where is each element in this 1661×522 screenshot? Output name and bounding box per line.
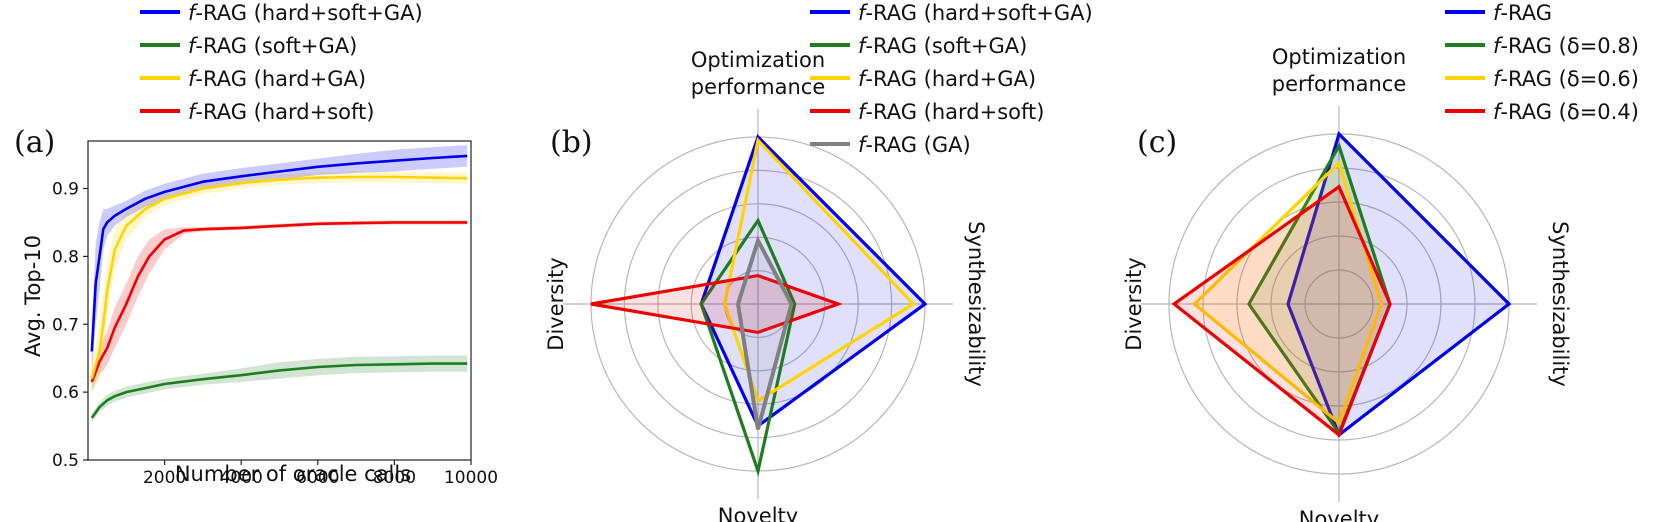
legend-label-prefix: f	[188, 1, 199, 25]
legend-item: f-RAG (δ=0.6)	[1493, 67, 1639, 91]
legend-label-rest: -RAG (hard+GA)	[865, 67, 1036, 91]
x-tick-label: 10000	[444, 468, 498, 488]
legend-label-prefix: f	[858, 133, 869, 157]
legend-label-prefix: f	[1493, 34, 1504, 58]
legend-label-rest: -RAG (δ=0.8)	[1500, 34, 1639, 58]
legend-label-prefix: f	[1493, 100, 1504, 124]
panel-a-label: (a)	[14, 125, 55, 160]
y-tick-label: 0.9	[52, 180, 79, 200]
legend-item: f-RAG (GA)	[858, 133, 971, 157]
legend-label-rest: -RAG (δ=0.6)	[1500, 67, 1639, 91]
axis-label-right: Synthesizability	[964, 221, 988, 387]
panel-b-label: (b)	[550, 125, 593, 160]
legend-label-rest: -RAG	[1500, 1, 1552, 25]
axis-label-bottom: Novelty	[718, 504, 798, 522]
radar-series-2	[722, 136, 916, 404]
legend-label-rest: -RAG (δ=0.4)	[1500, 100, 1639, 124]
legend-b: f-RAG (hard+soft+GA)f-RAG (soft+GA)f-RAG…	[810, 1, 1093, 157]
legend-item: f-RAG	[1493, 1, 1552, 25]
legend-label-prefix: f	[188, 100, 199, 124]
legend-label-rest: -RAG (soft+GA)	[865, 34, 1027, 58]
x-tick-label: 6000	[296, 468, 339, 488]
axis-label-top: Optimization	[1272, 45, 1406, 69]
panel-a-line-chart: (a) 2000 4000 6000 8000 10000 0.5 0.6 0.7 0.8 0.9…	[14, 1, 498, 488]
y-tick-label: 0.7	[52, 315, 79, 335]
legend-label-rest: -RAG (soft+GA)	[195, 34, 357, 58]
plot-frame	[87, 140, 472, 461]
axis-label-top: performance	[691, 75, 826, 99]
legend-label-prefix: f	[1493, 1, 1504, 25]
series-lines	[90, 154, 468, 419]
legend-item: f-RAG (hard+soft+GA)	[188, 1, 423, 25]
legend-label-prefix: f	[858, 1, 869, 25]
x-axis-label: Number of oracle calls	[175, 462, 411, 486]
y-tick-label: 0.5	[52, 451, 79, 471]
axis-label-bottom: Novelty	[1299, 507, 1379, 522]
axis-label-top: Optimization	[691, 48, 825, 72]
series-bands	[91, 145, 468, 422]
x-tick-label: 4000	[220, 468, 263, 488]
legend-label-prefix: f	[188, 67, 199, 91]
legend-item: f-RAG (soft+GA)	[858, 34, 1027, 58]
band-0	[91, 145, 468, 376]
legend-label-prefix: f	[858, 67, 869, 91]
radar-b: Optimization performanceSynthesizabilityN…	[544, 48, 988, 522]
y-axis-label: Avg. Top-10	[21, 235, 45, 357]
series-line-2	[90, 175, 468, 379]
panel-c-radar-chart: (c) Optimization performanceSynthesizabil…	[1122, 1, 1639, 522]
axis-label-right: Synthesizability	[1548, 221, 1572, 387]
legend-item: f-RAG (hard+GA)	[858, 67, 1036, 91]
axis-label-top: performance	[1272, 72, 1407, 96]
legend-label-rest: -RAG (hard+soft+GA)	[195, 1, 422, 25]
x-tick-label: 8000	[373, 468, 416, 488]
legend-item: f-RAG (hard+soft)	[188, 100, 374, 124]
legend-label-prefix: f	[188, 34, 199, 58]
y-tick-label: 0.6	[52, 383, 79, 403]
legend-label-rest: -RAG (hard+soft)	[865, 100, 1044, 124]
panel-c-label: (c)	[1137, 125, 1177, 160]
legend-item: f-RAG (hard+soft+GA)	[858, 1, 1093, 25]
band-1	[91, 355, 468, 422]
legend-item: f-RAG (hard+GA)	[188, 67, 366, 91]
series-line-3	[90, 221, 468, 383]
legend-label-prefix: f	[858, 100, 869, 124]
legend-label-prefix: f	[1493, 67, 1504, 91]
x-tick-label: 2000	[143, 468, 186, 488]
radar-series-4	[735, 235, 794, 430]
legend-label-rest: -RAG (GA)	[865, 133, 970, 157]
radar-series-3	[590, 273, 843, 335]
legend-label-rest: -RAG (hard+soft+GA)	[865, 1, 1092, 25]
legend-label-rest: -RAG (hard+soft)	[195, 100, 374, 124]
legend-item: f-RAG (hard+soft)	[858, 100, 1044, 124]
radar-series-1	[699, 217, 797, 477]
y-tick-label: 0.8	[52, 247, 79, 267]
axis-label-left: Diversity	[544, 257, 568, 350]
plot-axes: 2000 4000 6000 8000 10000 0.5 0.6 0.7 0.8 0.9	[52, 140, 498, 488]
legend-label-rest: -RAG (hard+GA)	[195, 67, 366, 91]
radar-c: Optimization performanceSynthesizabilityN…	[1122, 45, 1572, 522]
axis-label-left: Diversity	[1122, 257, 1146, 350]
series-line-1	[90, 362, 468, 419]
radar-series-3	[1171, 184, 1392, 438]
panel-b-radar-chart: (b) Optimization performanceSynthesizabil…	[544, 1, 1093, 522]
series-line-0	[90, 154, 468, 352]
legend-item: f-RAG (δ=0.8)	[1493, 34, 1639, 58]
legend-item: f-RAG (soft+GA)	[188, 34, 357, 58]
legend-label-prefix: f	[858, 34, 869, 58]
legend-a: f-RAG (hard+soft+GA)f-RAG (soft+GA)f-RAG…	[140, 1, 423, 124]
legend-item: f-RAG (δ=0.4)	[1493, 100, 1639, 124]
